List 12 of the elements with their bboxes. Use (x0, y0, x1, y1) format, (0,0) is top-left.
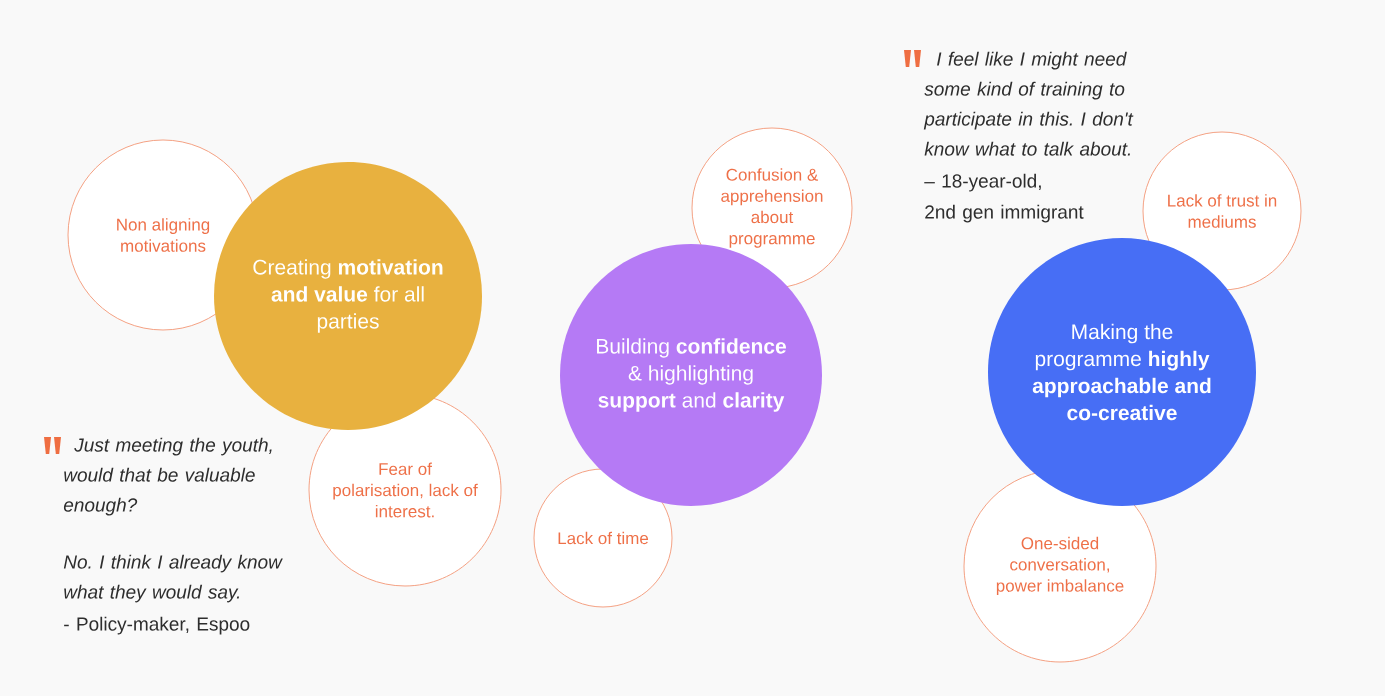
theme-bubble: Creating motivation and value for all parties (214, 162, 482, 430)
barrier-bubble: Lack of trust in mediums (1142, 131, 1302, 291)
theme-bubble: Making the programme highly approachable and co-creative (988, 238, 1256, 506)
barrier-bubble: Lack of time (533, 468, 673, 608)
barrier-bubble: Fear of polarisation, lack of interest. (308, 393, 502, 587)
quote-attribution: – 18-year-old, (924, 173, 1041, 192)
barrier-bubble: One-sided conversation, power imbalance (963, 469, 1157, 663)
quote-text: No. I think I already know what they would say. (63, 554, 283, 603)
quote-text: I feel like I might need some kind of training to participate in this. I don't know what to talk about. (923, 51, 1134, 156)
quote-attribution: 2nd gen immigrant (925, 204, 1084, 223)
quote-attribution: - Policy-maker, Espoo (64, 616, 250, 635)
quote-text: Just meeting the youth, would that be valuable enough? (63, 437, 272, 516)
